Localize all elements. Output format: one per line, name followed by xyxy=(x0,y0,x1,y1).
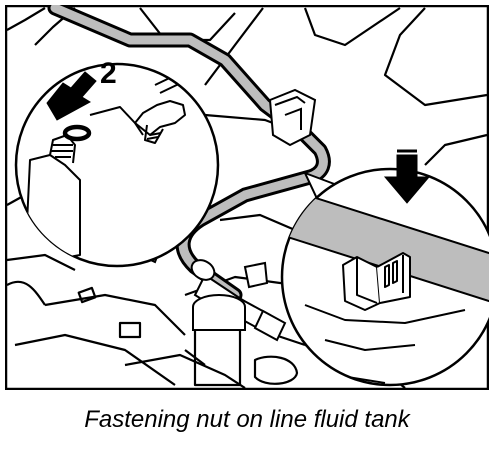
pipe-bracket xyxy=(268,88,317,147)
o-ring-seal-icon xyxy=(62,124,92,142)
detail-circle-right xyxy=(280,149,489,387)
figure-caption: Fastening nut on line fluid tank xyxy=(84,406,410,433)
callout-number: 2 xyxy=(100,57,117,90)
fluid-tank-fitting xyxy=(190,259,287,342)
retaining-clip-icon xyxy=(342,252,411,311)
technical-illustration: 2 xyxy=(5,5,489,390)
down-arrow-icon xyxy=(46,71,97,121)
down-arrow-icon xyxy=(383,154,431,204)
